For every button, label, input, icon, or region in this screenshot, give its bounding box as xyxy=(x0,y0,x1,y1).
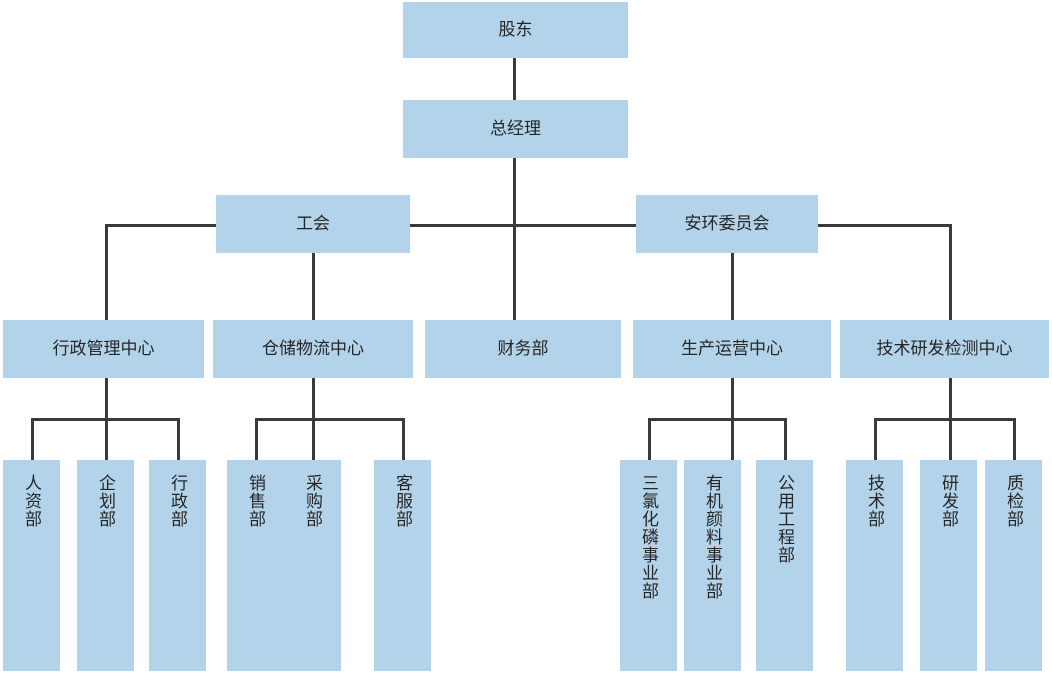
connector-general-manager-spine xyxy=(513,158,516,320)
connector-production-drop xyxy=(731,378,734,420)
node-administration-dept-label: 行政部 xyxy=(168,474,187,528)
connector-level3-bus-right xyxy=(818,224,952,227)
node-warehouse-logistics-center-label: 仓储物流中心 xyxy=(262,338,364,358)
connector-level3-bus-left xyxy=(105,224,216,227)
connector-warehouse-to-customer-service-dept xyxy=(402,418,405,460)
node-tech-rd-testing-center[interactable]: 技术研发检测中心 xyxy=(840,320,1049,378)
connector-admin-drop xyxy=(105,378,108,420)
node-rd-dept[interactable]: 研发部 xyxy=(920,460,977,671)
node-admin-mgmt-center[interactable]: 行政管理中心 xyxy=(3,320,204,378)
connector-production-to-pcl3-business-unit xyxy=(648,418,651,460)
node-production-ops-center-label: 生产运营中心 xyxy=(681,338,783,358)
node-labor-union-label: 工会 xyxy=(296,213,330,233)
connector-warehouse-bar xyxy=(255,418,405,421)
node-pcl3-business-unit[interactable]: 三氯化磷事业部 xyxy=(620,460,677,671)
node-rd-dept-label: 研发部 xyxy=(939,474,958,528)
node-hr-dept-label: 人资部 xyxy=(22,474,41,528)
node-planning-dept-label: 企划部 xyxy=(96,474,115,528)
node-technology-dept[interactable]: 技术部 xyxy=(846,460,903,671)
node-shareholders[interactable]: 股东 xyxy=(403,2,628,58)
node-customer-service-dept-label: 客服部 xyxy=(393,474,412,528)
connector-warehouse-to-purchasing-dept xyxy=(312,418,315,460)
connector-shareholders-to-general-manager xyxy=(513,58,516,100)
node-labor-union[interactable]: 工会 xyxy=(216,195,410,253)
node-technology-dept-label: 技术部 xyxy=(865,474,884,528)
node-finance-dept-label: 财务部 xyxy=(497,338,549,358)
node-production-ops-center[interactable]: 生产运营中心 xyxy=(633,320,831,378)
connector-production-to-organic-pigment-business-unit xyxy=(731,418,734,460)
node-customer-service-dept[interactable]: 客服部 xyxy=(374,460,431,671)
node-organic-pigment-business-unit[interactable]: 有机颜料事业部 xyxy=(684,460,741,671)
connector-union-to-warehouse-logistics-center xyxy=(312,253,315,320)
connector-production-bar xyxy=(648,418,787,421)
node-admin-mgmt-center-label: 行政管理中心 xyxy=(52,338,155,358)
connector-admin-to-planning-dept xyxy=(105,418,108,460)
connector-techrd-to-technology-dept xyxy=(874,418,877,460)
node-purchasing-dept[interactable]: 采购部 xyxy=(284,460,341,671)
connector-warehouse-drop xyxy=(312,378,315,420)
node-quality-inspection-dept-label: 质检部 xyxy=(1004,474,1023,528)
node-organic-pigment-business-unit-label: 有机颜料事业部 xyxy=(703,474,722,600)
node-safety-env-committee-label: 安环委员会 xyxy=(684,213,770,233)
connector-safety-to-production-ops-center xyxy=(731,253,734,320)
connector-warehouse-to-sales-dept xyxy=(255,418,258,460)
connector-techrd-bar xyxy=(874,418,1016,421)
node-planning-dept[interactable]: 企划部 xyxy=(77,460,134,671)
node-warehouse-logistics-center[interactable]: 仓储物流中心 xyxy=(213,320,413,378)
node-sales-dept[interactable]: 销售部 xyxy=(227,460,284,671)
node-general-manager[interactable]: 总经理 xyxy=(403,100,628,158)
connector-admin-to-hr-dept xyxy=(31,418,34,460)
node-quality-inspection-dept[interactable]: 质检部 xyxy=(985,460,1042,671)
node-purchasing-dept-label: 采购部 xyxy=(303,474,322,528)
node-administration-dept[interactable]: 行政部 xyxy=(149,460,206,671)
node-safety-env-committee[interactable]: 安环委员会 xyxy=(636,195,818,253)
connector-techrd-to-quality-inspection-dept xyxy=(1013,418,1016,460)
connector-techrd-drop xyxy=(949,378,952,420)
node-hr-dept[interactable]: 人资部 xyxy=(3,460,60,671)
connector-level3-bus-center xyxy=(410,224,636,227)
connector-to-tech-rd-testing-center xyxy=(949,224,952,320)
node-shareholders-label: 股东 xyxy=(498,19,533,39)
node-utilities-engineering-dept[interactable]: 公用工程部 xyxy=(756,460,813,671)
node-pcl3-business-unit-label: 三氯化磷事业部 xyxy=(639,474,658,600)
node-general-manager-label: 总经理 xyxy=(490,118,541,138)
connector-production-to-utilities-engineering-dept xyxy=(784,418,787,460)
connector-techrd-to-rd-dept xyxy=(949,418,952,460)
node-finance-dept[interactable]: 财务部 xyxy=(425,320,621,378)
connector-admin-to-administration-dept xyxy=(177,418,180,460)
node-utilities-engineering-dept-label: 公用工程部 xyxy=(775,474,794,564)
node-tech-rd-testing-center-label: 技术研发检测中心 xyxy=(876,338,1013,358)
node-sales-dept-label: 销售部 xyxy=(246,474,265,528)
connector-to-admin-mgmt-center xyxy=(105,224,108,320)
